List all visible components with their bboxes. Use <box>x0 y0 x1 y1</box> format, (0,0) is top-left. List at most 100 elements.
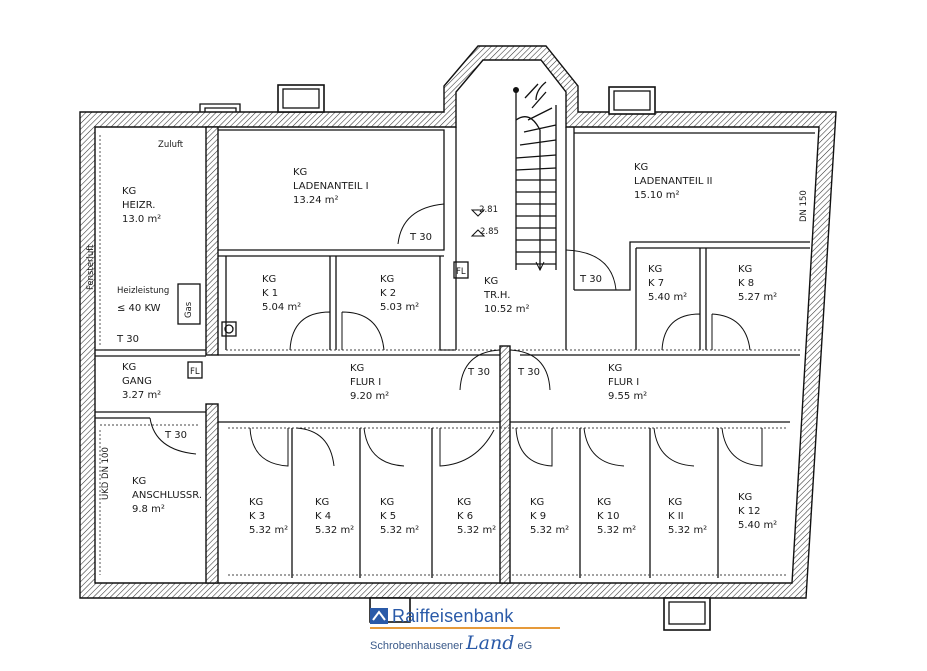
room-trh-l3: 10.52 m² <box>484 304 530 315</box>
room-flur1a-l1: KG <box>350 363 364 374</box>
room-flur1a-l3: 9.20 m² <box>350 391 389 402</box>
door-swings <box>149 203 763 467</box>
room-flur1b-l2: FLUR I <box>608 377 639 388</box>
room-k3-l3: 5.32 m² <box>249 525 288 536</box>
room-laden2-l2: LADENANTEIL II <box>634 176 713 187</box>
room-label-k5: KG K 5 5.32 m² <box>380 497 419 536</box>
room-k6-l3: 5.32 m² <box>457 525 496 536</box>
room-k6-l2: K 6 <box>457 511 473 522</box>
room-k4-l3: 5.32 m² <box>315 525 354 536</box>
room-laden1-l3: 13.24 m² <box>293 195 339 206</box>
room-label-k6: KG K 6 5.32 m² <box>457 497 496 536</box>
level-marker-icon <box>470 209 486 237</box>
room-k5-l1: KG <box>380 497 394 508</box>
room-flur1b-l1: KG <box>608 363 622 374</box>
room-gang-l3: 3.27 m² <box>122 390 161 401</box>
room-k11-l2: K II <box>668 511 684 522</box>
fl-box-left <box>187 361 203 379</box>
room-k5-l3: 5.32 m² <box>380 525 419 536</box>
room-label-k12: KG K 12 5.40 m² <box>738 492 777 531</box>
annotations: Zuluft Heizleistung ≤ 40 KW Gas Fensterl… <box>86 140 809 500</box>
room-k6-l1: KG <box>457 497 471 508</box>
raiffeisenbank-mark-icon <box>370 608 388 624</box>
room-heizr-l1: KG <box>122 186 136 197</box>
equipment <box>177 209 486 379</box>
t30-heizr: T 30 <box>116 334 139 345</box>
room-k7-l3: 5.40 m² <box>648 292 687 303</box>
t30-flur-left: T 30 <box>467 367 490 378</box>
heizleistung-label: Heizleistung <box>117 286 169 296</box>
room-k9-l1: KG <box>530 497 544 508</box>
room-k10-l1: KG <box>597 497 611 508</box>
room-anschl-l3: 9.8 m² <box>132 504 165 515</box>
room-label-flur1b: KG FLUR I 9.55 m² <box>608 363 647 402</box>
room-label-laden2: KG LADENANTEIL II 15.10 m² <box>634 162 713 201</box>
room-k10-l3: 5.32 m² <box>597 525 636 536</box>
dn150-label: DN 150 <box>799 190 809 222</box>
room-trh-l2: TR.H. <box>483 290 510 301</box>
room-k2-l3: 5.03 m² <box>380 302 419 313</box>
room-label-k7: KG K 7 5.40 m² <box>648 264 687 303</box>
t30-laden1: T 30 <box>409 232 432 243</box>
logo-region: Schrobenhausener <box>370 640 463 652</box>
logo-script: Land <box>466 632 515 654</box>
zuluft-label: Zuluft <box>158 140 184 150</box>
room-laden2-l1: KG <box>634 162 648 173</box>
room-k11-l1: KG <box>668 497 682 508</box>
ukd-label: UKD DN 100 <box>101 447 111 500</box>
room-anschl-l2: ANSCHLUSSR. <box>132 490 202 501</box>
room-k9-l2: K 9 <box>530 511 546 522</box>
t30-laden2: T 30 <box>579 274 602 285</box>
staircase <box>513 81 557 272</box>
room-label-k8: KG K 8 5.27 m² <box>738 264 777 303</box>
room-k8-l2: K 8 <box>738 278 754 289</box>
room-k7-l1: KG <box>648 264 662 275</box>
room-heizr-l2: HEIZR. <box>122 200 155 211</box>
room-k7-l2: K 7 <box>648 278 664 289</box>
room-k8-l1: KG <box>738 264 752 275</box>
room-label-heizr: KG HEIZR. 13.0 m² <box>122 186 161 225</box>
room-k12-l1: KG <box>738 492 752 503</box>
room-heizr-l3: 13.0 m² <box>122 214 161 225</box>
room-gang-l1: KG <box>122 362 136 373</box>
stair-treads <box>515 83 557 265</box>
stair-start-dot <box>513 87 519 93</box>
room-label-k4: KG K 4 5.32 m² <box>315 497 354 536</box>
level-top: -2.81 <box>476 205 498 215</box>
logo-bar <box>370 627 560 629</box>
room-trh-l1: KG <box>484 276 498 287</box>
fensterluft-label: Fensterluft <box>86 244 96 290</box>
room-k8-l3: 5.27 m² <box>738 292 777 303</box>
interior-walls <box>95 126 815 584</box>
room-k2-l2: K 2 <box>380 288 396 299</box>
room-k2-l1: KG <box>380 274 394 285</box>
room-k12-l2: K 12 <box>738 506 760 517</box>
chimney-icon <box>224 324 234 334</box>
room-k3-l1: KG <box>249 497 263 508</box>
room-laden1-l1: KG <box>293 167 307 178</box>
room-label-k2: KG K 2 5.03 m² <box>380 274 419 313</box>
room-k5-l2: K 5 <box>380 511 396 522</box>
room-k4-l2: K 4 <box>315 511 331 522</box>
room-laden2-l3: 15.10 m² <box>634 190 680 201</box>
room-flur1b-l3: 9.55 m² <box>608 391 647 402</box>
room-k4-l1: KG <box>315 497 329 508</box>
room-k1-l2: K 1 <box>262 288 278 299</box>
room-gang-l2: GANG <box>122 376 152 387</box>
level-bottom: 2.85 <box>480 227 499 237</box>
room-label-trh: KG TR.H. 10.52 m² <box>483 276 530 315</box>
room-k12-l3: 5.40 m² <box>738 520 777 531</box>
raiffeisenbank-logo: Raiffeisenbank Schrobenhausener Land eG <box>368 606 568 662</box>
room-label-gang: KG GANG 3.27 m² <box>122 362 161 401</box>
t30-flur-right: T 30 <box>517 367 540 378</box>
fl-box-center <box>453 261 469 279</box>
logo-region-line: Schrobenhausener Land eG <box>370 632 532 654</box>
